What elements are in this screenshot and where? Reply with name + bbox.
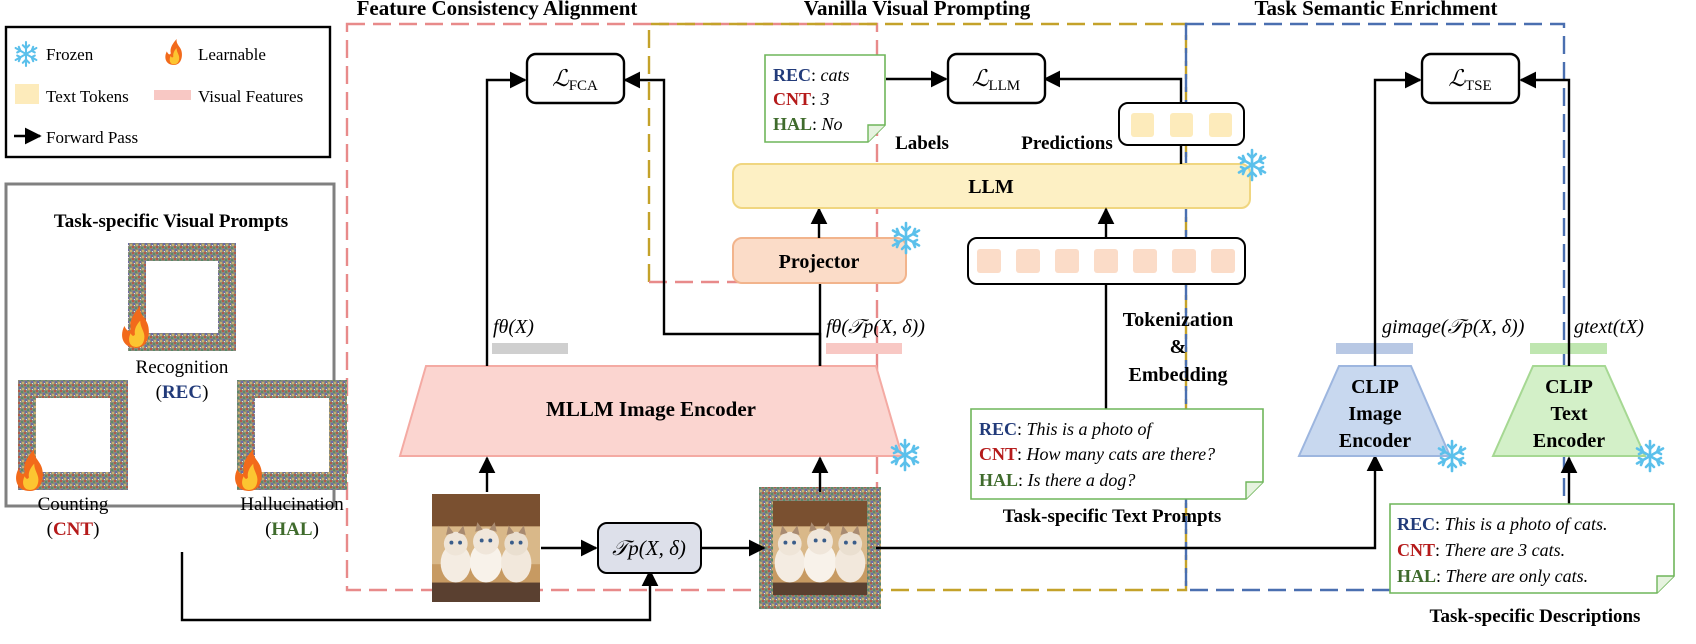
prediction-token: [1209, 113, 1232, 137]
clip-image-to-tse-arrow: [1373, 71, 1422, 366]
prompted-image: [766, 494, 874, 602]
tse-loss-label: ℒTSE: [1448, 66, 1491, 94]
svg-text:Learnable: Learnable: [198, 45, 266, 64]
prompted-feature-bar: [826, 343, 902, 354]
svg-text:Image: Image: [1348, 403, 1401, 425]
prediction-token: [1170, 113, 1193, 137]
svg-text:(HAL): (HAL): [265, 519, 319, 540]
prompted-image-border: [759, 487, 881, 609]
svg-text:Text: Text: [1550, 403, 1587, 425]
g-image-label: gimage(𝒯p(X, δ)): [1382, 316, 1525, 338]
svg-text:CLIP: CLIP: [1351, 376, 1399, 398]
svg-text:HAL: No: HAL: No: [773, 114, 843, 134]
tse-loss-box[interactable]: [1420, 52, 1521, 105]
visual-feature-swatch: [154, 90, 191, 100]
svg-text:HAL: Is there a dog?: HAL: Is there a dog?: [979, 470, 1135, 490]
llm-label: LLM: [968, 176, 1014, 198]
prompted-feature-label: fθ(𝒯p(X, δ)): [826, 316, 925, 338]
clean-feature-to-fca-arrow: [485, 71, 527, 366]
embedding-label: Embedding: [1129, 364, 1228, 386]
text-embedding-token: [1172, 249, 1196, 273]
prediction-token: [1131, 113, 1154, 137]
svg-text:Recognition: Recognition: [136, 357, 229, 378]
llm-loss-box[interactable]: [946, 52, 1047, 105]
clean-feature-bar: [492, 343, 568, 354]
clean-image: [432, 494, 540, 602]
text-embedding-token: [1016, 249, 1040, 273]
svg-text:Visual Features: Visual Features: [198, 87, 303, 106]
prompted-image-to-clip-arrow: [876, 454, 1384, 550]
clean-feature-label: fθ(X): [493, 316, 534, 338]
text-embedding-token: [1211, 249, 1235, 273]
svg-text:Frozen: Frozen: [46, 45, 94, 64]
fca-loss-box[interactable]: [525, 52, 626, 105]
fca-title: Feature Consistency Alignment: [357, 0, 638, 20]
projector-label: Projector: [779, 251, 860, 273]
text-prompts-caption: Task-specific Text Prompts: [1003, 506, 1222, 527]
text-token-swatch: [15, 84, 39, 104]
fca-loss-label: ℒFCA: [552, 66, 598, 94]
svg-text:Encoder: Encoder: [1339, 430, 1411, 452]
svg-text:Encoder: Encoder: [1533, 430, 1605, 452]
mllm-image-encoder-label: MLLM Image Encoder: [546, 397, 756, 421]
descriptions-caption: Task-specific Descriptions: [1430, 606, 1641, 627]
svg-text:CNT: There are 3 cats.: CNT: There are 3 cats.: [1397, 540, 1565, 560]
vvp-title: Vanilla Visual Prompting: [804, 0, 1031, 20]
clip-text-to-tse-arrow: [1519, 71, 1571, 366]
svg-text:CNT: 3: CNT: 3: [773, 89, 830, 109]
labels-caption: Labels: [895, 133, 949, 154]
transform-label: 𝒯p(X, δ): [612, 536, 686, 560]
llm-box[interactable]: [732, 163, 1251, 209]
svg-text:Counting: Counting: [38, 494, 109, 515]
svg-text:HAL: There are only cats.: HAL: There are only cats.: [1397, 566, 1588, 586]
text-embedding-token: [1133, 249, 1157, 273]
tokenization-amp: &: [1170, 336, 1187, 358]
fca-region-border: [345, 22, 879, 592]
tse-title: Task Semantic Enrichment: [1254, 0, 1497, 20]
llm-loss-label: ℒLLM: [972, 66, 1020, 94]
clip-text-encoder[interactable]: [1491, 365, 1647, 457]
visual-prompts-panel: Task-specific Visual Prompts Recognition…: [4, 182, 347, 540]
svg-text:CNT: How many cats are there?: CNT: How many cats are there?: [979, 444, 1215, 464]
svg-text:Text Tokens: Text Tokens: [46, 87, 129, 106]
predictions-caption: Predictions: [1021, 133, 1112, 154]
svg-text:CLIP: CLIP: [1545, 376, 1593, 398]
tse-region-border: [1184, 22, 1566, 592]
svg-text:Forward Pass: Forward Pass: [46, 128, 138, 147]
svg-text:REC: cats: REC: cats: [773, 65, 850, 85]
predictions-to-llm-loss-arrow: [1043, 70, 1183, 103]
prompt-to-transform-arrow: [180, 552, 659, 622]
legend: Frozen Learnable Text Tokens Visual Feat…: [4, 25, 332, 159]
svg-text:REC: This is a photo of: REC: This is a photo of: [979, 419, 1155, 439]
svg-text:REC: This is a photo of cats.: REC: This is a photo of cats.: [1397, 514, 1608, 534]
svg-text:(REC): (REC): [156, 382, 209, 403]
text-embedding-token: [1055, 249, 1079, 273]
text-embedding-token: [1094, 249, 1118, 273]
tokenization-label: Tokenization: [1123, 309, 1233, 331]
text-embedding-token: [977, 249, 1001, 273]
g-text-label: gtext(tX): [1574, 316, 1644, 338]
svg-text:Hallucination: Hallucination: [240, 494, 344, 515]
svg-text:Task-specific Visual Prompts: Task-specific Visual Prompts: [54, 211, 288, 232]
svg-text:(CNT): (CNT): [47, 519, 100, 540]
